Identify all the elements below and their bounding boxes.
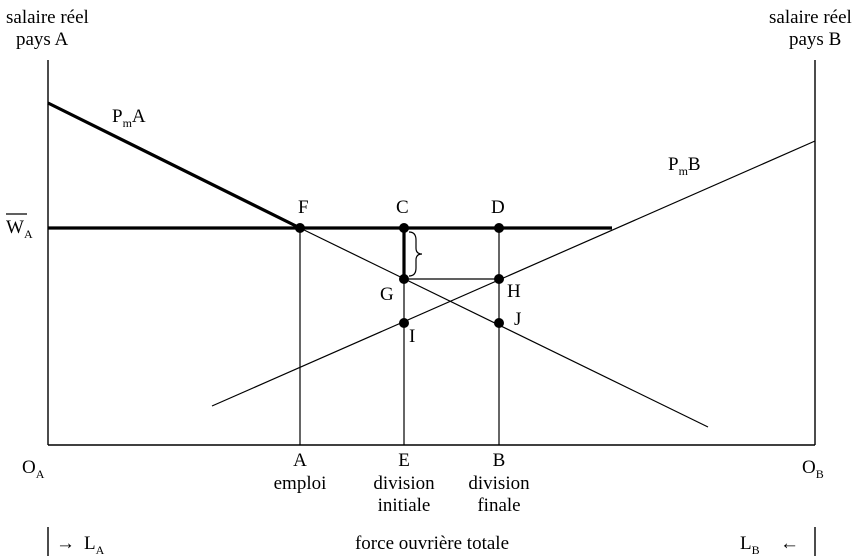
curly-brace: [408, 231, 423, 277]
bottom-right-arrow: ←: [780, 533, 799, 554]
point-F-label: F: [298, 197, 309, 218]
wage-label: WA: [6, 217, 33, 241]
point-H-marker: [494, 274, 504, 284]
marker-B-line2: finale: [477, 495, 520, 516]
origin-right-label: OB: [802, 457, 824, 481]
marker-B-letter: B: [493, 450, 506, 471]
curve-pma-label: PmA: [112, 106, 146, 130]
point-G-marker: [399, 274, 409, 284]
point-J-label: J: [514, 309, 521, 330]
point-D-marker: [494, 223, 504, 233]
point-H-label: H: [507, 281, 521, 302]
left-axis-title-line1: salaire réel: [6, 7, 89, 28]
point-C-marker: [399, 223, 409, 233]
bottom-left-label: LA: [84, 533, 105, 557]
marker-A-letter: A: [293, 450, 307, 471]
curve-pma-thick: [47, 101, 301, 230]
curve-pma-thin: [299, 227, 709, 428]
right-axis-title-line2: pays B: [789, 29, 841, 50]
point-C-label: C: [396, 197, 409, 218]
marker-E-line2: initiale: [378, 495, 431, 516]
bottom-center-label: force ouvrière totale: [355, 533, 509, 554]
point-G-label: G: [380, 284, 394, 305]
curve-pmb-label: PmB: [668, 154, 701, 178]
marker-E-letter: E: [398, 450, 410, 471]
bottom-left-arrow: →: [56, 533, 75, 554]
marker-A-line1: emploi: [274, 473, 327, 494]
point-I-marker: [399, 318, 409, 328]
point-F-marker: [295, 223, 305, 233]
point-J-marker: [494, 318, 504, 328]
point-D-label: D: [491, 197, 505, 218]
left-axis-title-line2: pays A: [16, 29, 69, 50]
curve-pmb: [211, 140, 816, 407]
right-axis-title-line1: salaire réel: [769, 7, 852, 28]
marker-B-line1: division: [468, 473, 530, 494]
origin-left-label: OA: [22, 457, 45, 481]
bottom-right-label: LB: [740, 533, 760, 557]
marker-E-line1: division: [373, 473, 435, 494]
point-I-label: I: [409, 326, 415, 347]
